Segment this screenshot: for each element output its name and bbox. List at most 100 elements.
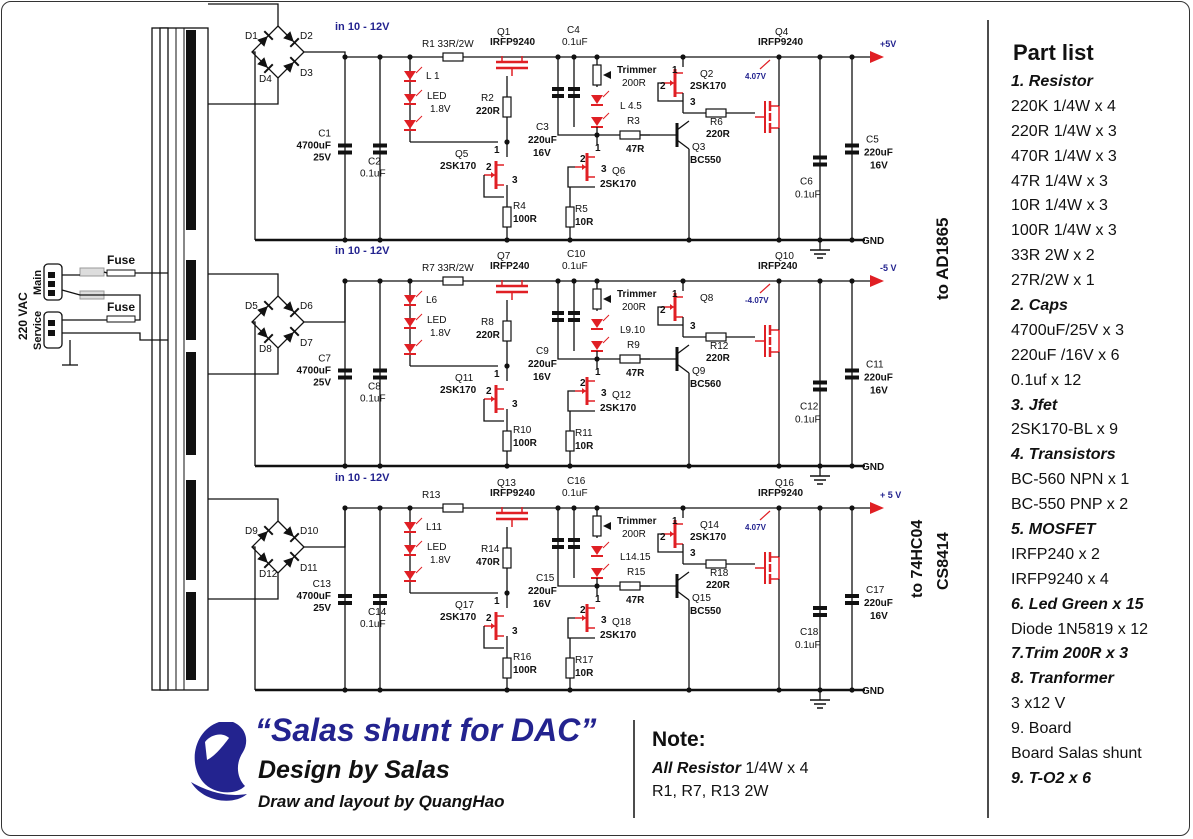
input-voltage-label: in 10 - 12V	[335, 472, 390, 484]
led-icon	[591, 568, 603, 577]
led-label: 1.8V	[430, 104, 451, 115]
resistor-symbol	[565, 430, 575, 452]
pin-label: 2	[486, 386, 492, 397]
pin-label: 1	[494, 369, 500, 380]
junction-dot	[686, 687, 692, 693]
trimmer-label: 200R	[622, 529, 646, 540]
capacitor-label: C5	[866, 135, 879, 146]
resistor-symbol	[502, 96, 512, 118]
jfet-arrow	[491, 396, 495, 402]
mains-wire	[62, 332, 168, 341]
layout-credit: Draw and layout by QuangHao	[258, 792, 505, 811]
capacitor-label: 220uF	[864, 373, 893, 384]
led-label: L14.15	[620, 552, 651, 563]
service-connector	[43, 311, 63, 349]
wire	[657, 306, 683, 326]
capacitor-label: 25V	[313, 153, 331, 164]
junction-dot	[504, 139, 510, 145]
junction-dot	[377, 463, 383, 469]
transistor-label: Q3	[692, 142, 706, 153]
trimmer-wiper-icon	[603, 295, 611, 303]
transistor-label: Q13	[497, 478, 516, 489]
transistor-label: IRFP240	[490, 261, 530, 272]
pin-label: 3	[512, 626, 518, 637]
capacitor-plate	[373, 375, 387, 380]
transformer-wire	[208, 348, 279, 375]
capacitor-label: 0.1uF	[360, 394, 386, 405]
wire	[483, 175, 504, 198]
connector-pin	[48, 290, 55, 296]
transistor-label: BC550	[690, 155, 722, 166]
diode-label: D5	[245, 301, 258, 312]
resistor-label: 100R	[513, 214, 538, 225]
resistor-label: 220R	[476, 330, 501, 341]
destination-label: to AD1865	[933, 217, 952, 300]
junction-dot	[567, 687, 573, 693]
parts-list-item: 33R 2W x 2	[1011, 247, 1095, 265]
output-voltage-label: +5V	[880, 39, 896, 49]
capacitor-label: 220uF	[528, 586, 557, 597]
wire	[483, 399, 504, 422]
capacitor-plate	[373, 150, 387, 155]
led-arrow	[415, 89, 423, 97]
diode-label: D3	[300, 68, 313, 79]
capacitor-label: 4700uF	[297, 591, 331, 602]
bridge-return	[252, 51, 256, 240]
junction-dot	[594, 278, 600, 284]
junction-dot	[555, 54, 561, 60]
jfet-arrow	[670, 531, 674, 537]
led-icon	[404, 545, 416, 554]
pin-label: 2	[660, 305, 666, 316]
resistor-label: 100R	[513, 438, 538, 449]
parts-list-item: 470R 1/4W x 3	[1011, 147, 1117, 165]
diode-label: D4	[259, 74, 272, 85]
capacitor-label: 4700uF	[297, 366, 331, 377]
resistor-label: R15	[627, 567, 646, 578]
parts-list-item: Board Salas shunt	[1011, 745, 1142, 763]
capacitor-plate	[813, 162, 827, 167]
led-arrow	[415, 540, 423, 548]
junction-dot	[571, 505, 577, 511]
led-label: L9.10	[620, 325, 645, 336]
pin-label: 1	[595, 594, 601, 605]
led-label: LED	[427, 315, 446, 326]
capacitor-label: 0.1uF	[360, 169, 386, 180]
capacitor-label: C9	[536, 346, 549, 357]
diode-label: D11	[300, 563, 318, 574]
pin-label: 2	[486, 613, 492, 624]
fuse-icon	[106, 315, 136, 323]
design-title: “Salas shunt for DAC”	[255, 712, 597, 748]
trimmer-label: Trimmer	[617, 65, 657, 76]
jfet-arrow	[491, 623, 495, 629]
parts-list-item: 6. Led Green x 15	[1011, 595, 1144, 613]
capacitor-label: C7	[318, 354, 331, 365]
resistor-label: 220R	[706, 353, 731, 364]
led-label: L6	[426, 295, 438, 306]
capacitor-plate	[813, 380, 827, 385]
diode-label: D1	[245, 31, 258, 42]
capacitor-label: C1	[318, 129, 331, 140]
capacitor-label: 220uF	[528, 359, 557, 370]
parts-list-item: 220uF /16V x 6	[1011, 346, 1120, 364]
capacitor-label: 220uF	[864, 598, 893, 609]
led-arrow	[415, 115, 423, 123]
pin-label: 3	[690, 97, 696, 108]
junction-dot	[594, 54, 600, 60]
transistor-label: Q12	[612, 390, 631, 401]
pin-label: 3	[601, 388, 607, 399]
parts-list-item: 2SK170-BL x 9	[1011, 421, 1119, 439]
led-arrow	[602, 90, 610, 98]
capacitor-label: 0.1uF	[795, 190, 821, 201]
led-label: 1.8V	[430, 328, 451, 339]
capacitor-label: C17	[866, 585, 885, 596]
resistor-symbol	[502, 547, 512, 569]
bridge-rectifier	[251, 295, 305, 349]
pin-label: 3	[512, 399, 518, 410]
led-label: LED	[427, 542, 446, 553]
capacitor-plate	[845, 594, 859, 598]
capacitor-plate	[813, 606, 827, 610]
junction-dot	[504, 687, 510, 693]
led-arrow	[602, 336, 610, 344]
service-label: Service	[32, 311, 44, 350]
capacitor-plate	[568, 538, 580, 542]
